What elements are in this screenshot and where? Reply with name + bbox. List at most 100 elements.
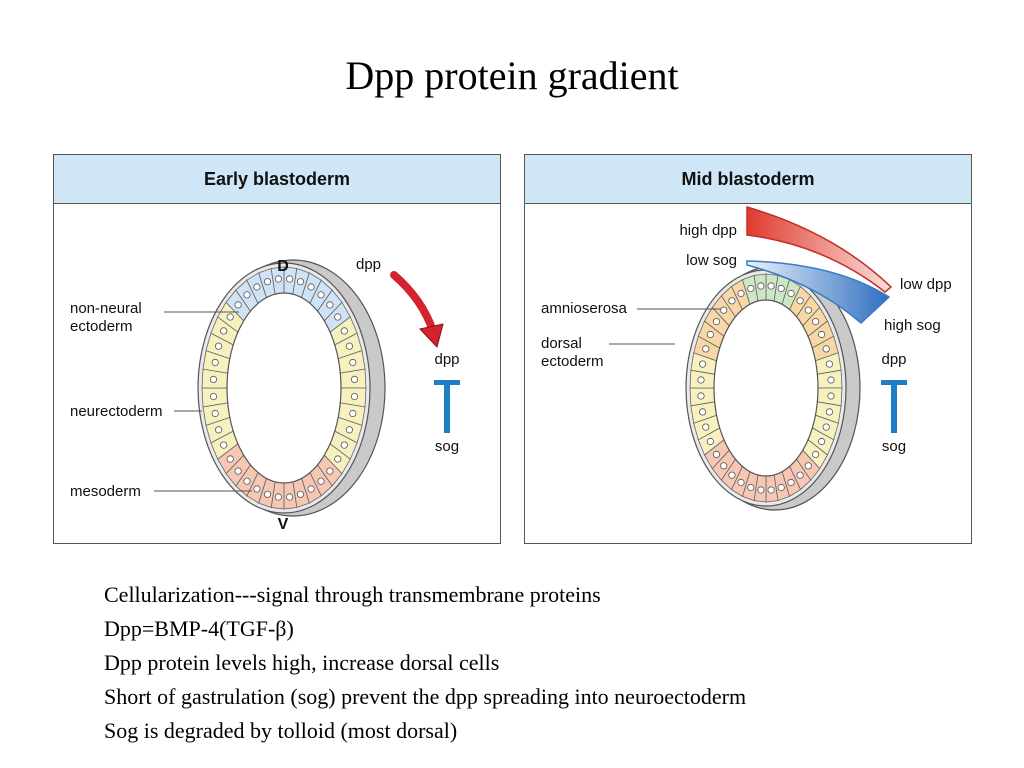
mid-blastoderm-header: Mid blastoderm [525,155,971,204]
cell-nucleus [220,441,228,449]
note-sog-degraded: Sog is degraded by tolloid (most dorsal) [104,718,458,743]
mid-blastoderm-diagram: high dpp low sog low dpp high sog amnios… [541,205,952,511]
cell-nucleus [720,306,728,314]
dorsal-ectoderm-label-line2: ectoderm [541,353,604,370]
cell-nucleus [796,471,804,479]
cell-nucleus [209,375,218,383]
cell-nucleus [767,486,775,494]
cell-nucleus [326,301,334,309]
cell-nucleus [350,393,359,401]
cell-nucleus [697,376,705,384]
cell-nucleus [234,467,242,475]
cell-nucleus [699,408,707,416]
dorsal-ectoderm-label-line1: dorsal [541,335,582,352]
dpp-gradient-wedge [746,205,893,293]
mid-blastoderm-panel: Mid blastoderm high dpp low sog low [524,154,972,544]
cell-nucleus [349,409,357,418]
cell-nucleus [215,426,223,434]
cell-nucleus [757,282,765,290]
cell-nucleus [243,477,251,485]
cell-nucleus [728,297,736,305]
sog-label: sog [435,438,459,455]
cell-nucleus [349,358,357,367]
sog-inhibits-dpp-symbol [434,380,460,433]
cell-nucleus [340,441,348,449]
cell-nucleus [817,330,826,339]
mid-cell-ring [689,273,843,503]
dpp-label: dpp [434,351,459,368]
cell-nucleus [811,318,820,326]
cell-nucleus [811,450,820,458]
cell-nucleus [737,478,745,487]
sog-inhibits-dpp-symbol-right [881,380,907,433]
bullet-notes: Cellularization---signal through transme… [104,578,746,748]
cell-nucleus [702,345,710,353]
low-dpp-label: low dpp [900,276,952,293]
non-neural-ectoderm-label-line1: non-neural [70,300,142,317]
cell-nucleus [350,375,359,383]
cell-nucleus [825,408,833,416]
cell-nucleus [340,327,348,335]
dorsal-label: D [277,258,289,275]
cell-nucleus [804,306,812,314]
note-cellularization: Cellularization---signal through transme… [104,582,601,607]
cell-nucleus [706,330,714,339]
non-neural-ectoderm-label-line2: ectoderm [70,318,133,335]
cell-nucleus [209,393,218,401]
cell-nucleus [706,437,714,446]
sog-label-right: sog [882,438,906,455]
cell-nucleus [827,392,835,400]
early-blastoderm-diagram: D V non-neural ectoderm neurectoderm mes… [70,256,460,533]
cell-nucleus [804,462,812,470]
cell-nucleus [777,483,785,492]
cell-nucleus [317,477,325,485]
mid-embryo-disc [685,265,861,511]
high-sog-label: high sog [884,317,941,334]
note-dpp-bmp4: Dpp=BMP-4(TGF-β) [104,616,294,641]
page-title: Dpp protein gradient [345,53,679,98]
sog-gradient-wedge [746,260,891,325]
early-blastoderm-header: Early blastoderm [54,155,500,204]
amnioserosa-label: amnioserosa [541,300,628,317]
cell-nucleus [215,342,223,350]
neurectoderm-label: neurectoderm [70,403,163,420]
low-sog-label: low sog [686,252,737,269]
cell-nucleus [253,283,261,291]
cell-nucleus [317,291,325,299]
cell-nucleus [697,392,705,400]
cell-nucleus [796,297,804,305]
cell-nucleus [226,313,234,321]
cell-nucleus [234,301,242,309]
cell-nucleus [787,289,795,298]
cell-nucleus [263,278,272,286]
cell-nucleus [702,423,710,431]
cell-nucleus [274,493,282,501]
cell-nucleus [307,485,315,493]
cell-nucleus [777,284,785,293]
ventral-label: V [278,516,289,533]
cell-nucleus [326,467,334,475]
early-blastoderm-panel: Early blastoderm D V non-neural ectoderm… [53,154,501,544]
cell-nucleus [827,376,835,384]
note-dpp-levels: Dpp protein levels high, increase dorsal… [104,650,500,675]
cell-nucleus [243,291,251,299]
mesoderm-label: mesoderm [70,483,141,500]
cell-nucleus [253,485,261,493]
high-dpp-label: high dpp [679,222,737,239]
cell-nucleus [211,409,219,418]
dpp-arrow-label: dpp [356,256,381,273]
cell-nucleus [307,283,315,291]
note-sog-function: Short of gastrulation (sog) prevent the … [104,684,747,709]
cell-nucleus [712,318,720,326]
cell-nucleus [757,486,765,494]
cell-nucleus [822,345,830,353]
cell-nucleus [720,462,728,470]
cell-nucleus [767,282,775,290]
cell-nucleus [747,483,755,492]
cell-nucleus [699,360,707,368]
cell-nucleus [737,289,745,298]
cell-nucleus [296,490,305,498]
cell-nucleus [787,478,795,487]
cell-nucleus [345,342,353,350]
cell-nucleus [211,358,219,367]
